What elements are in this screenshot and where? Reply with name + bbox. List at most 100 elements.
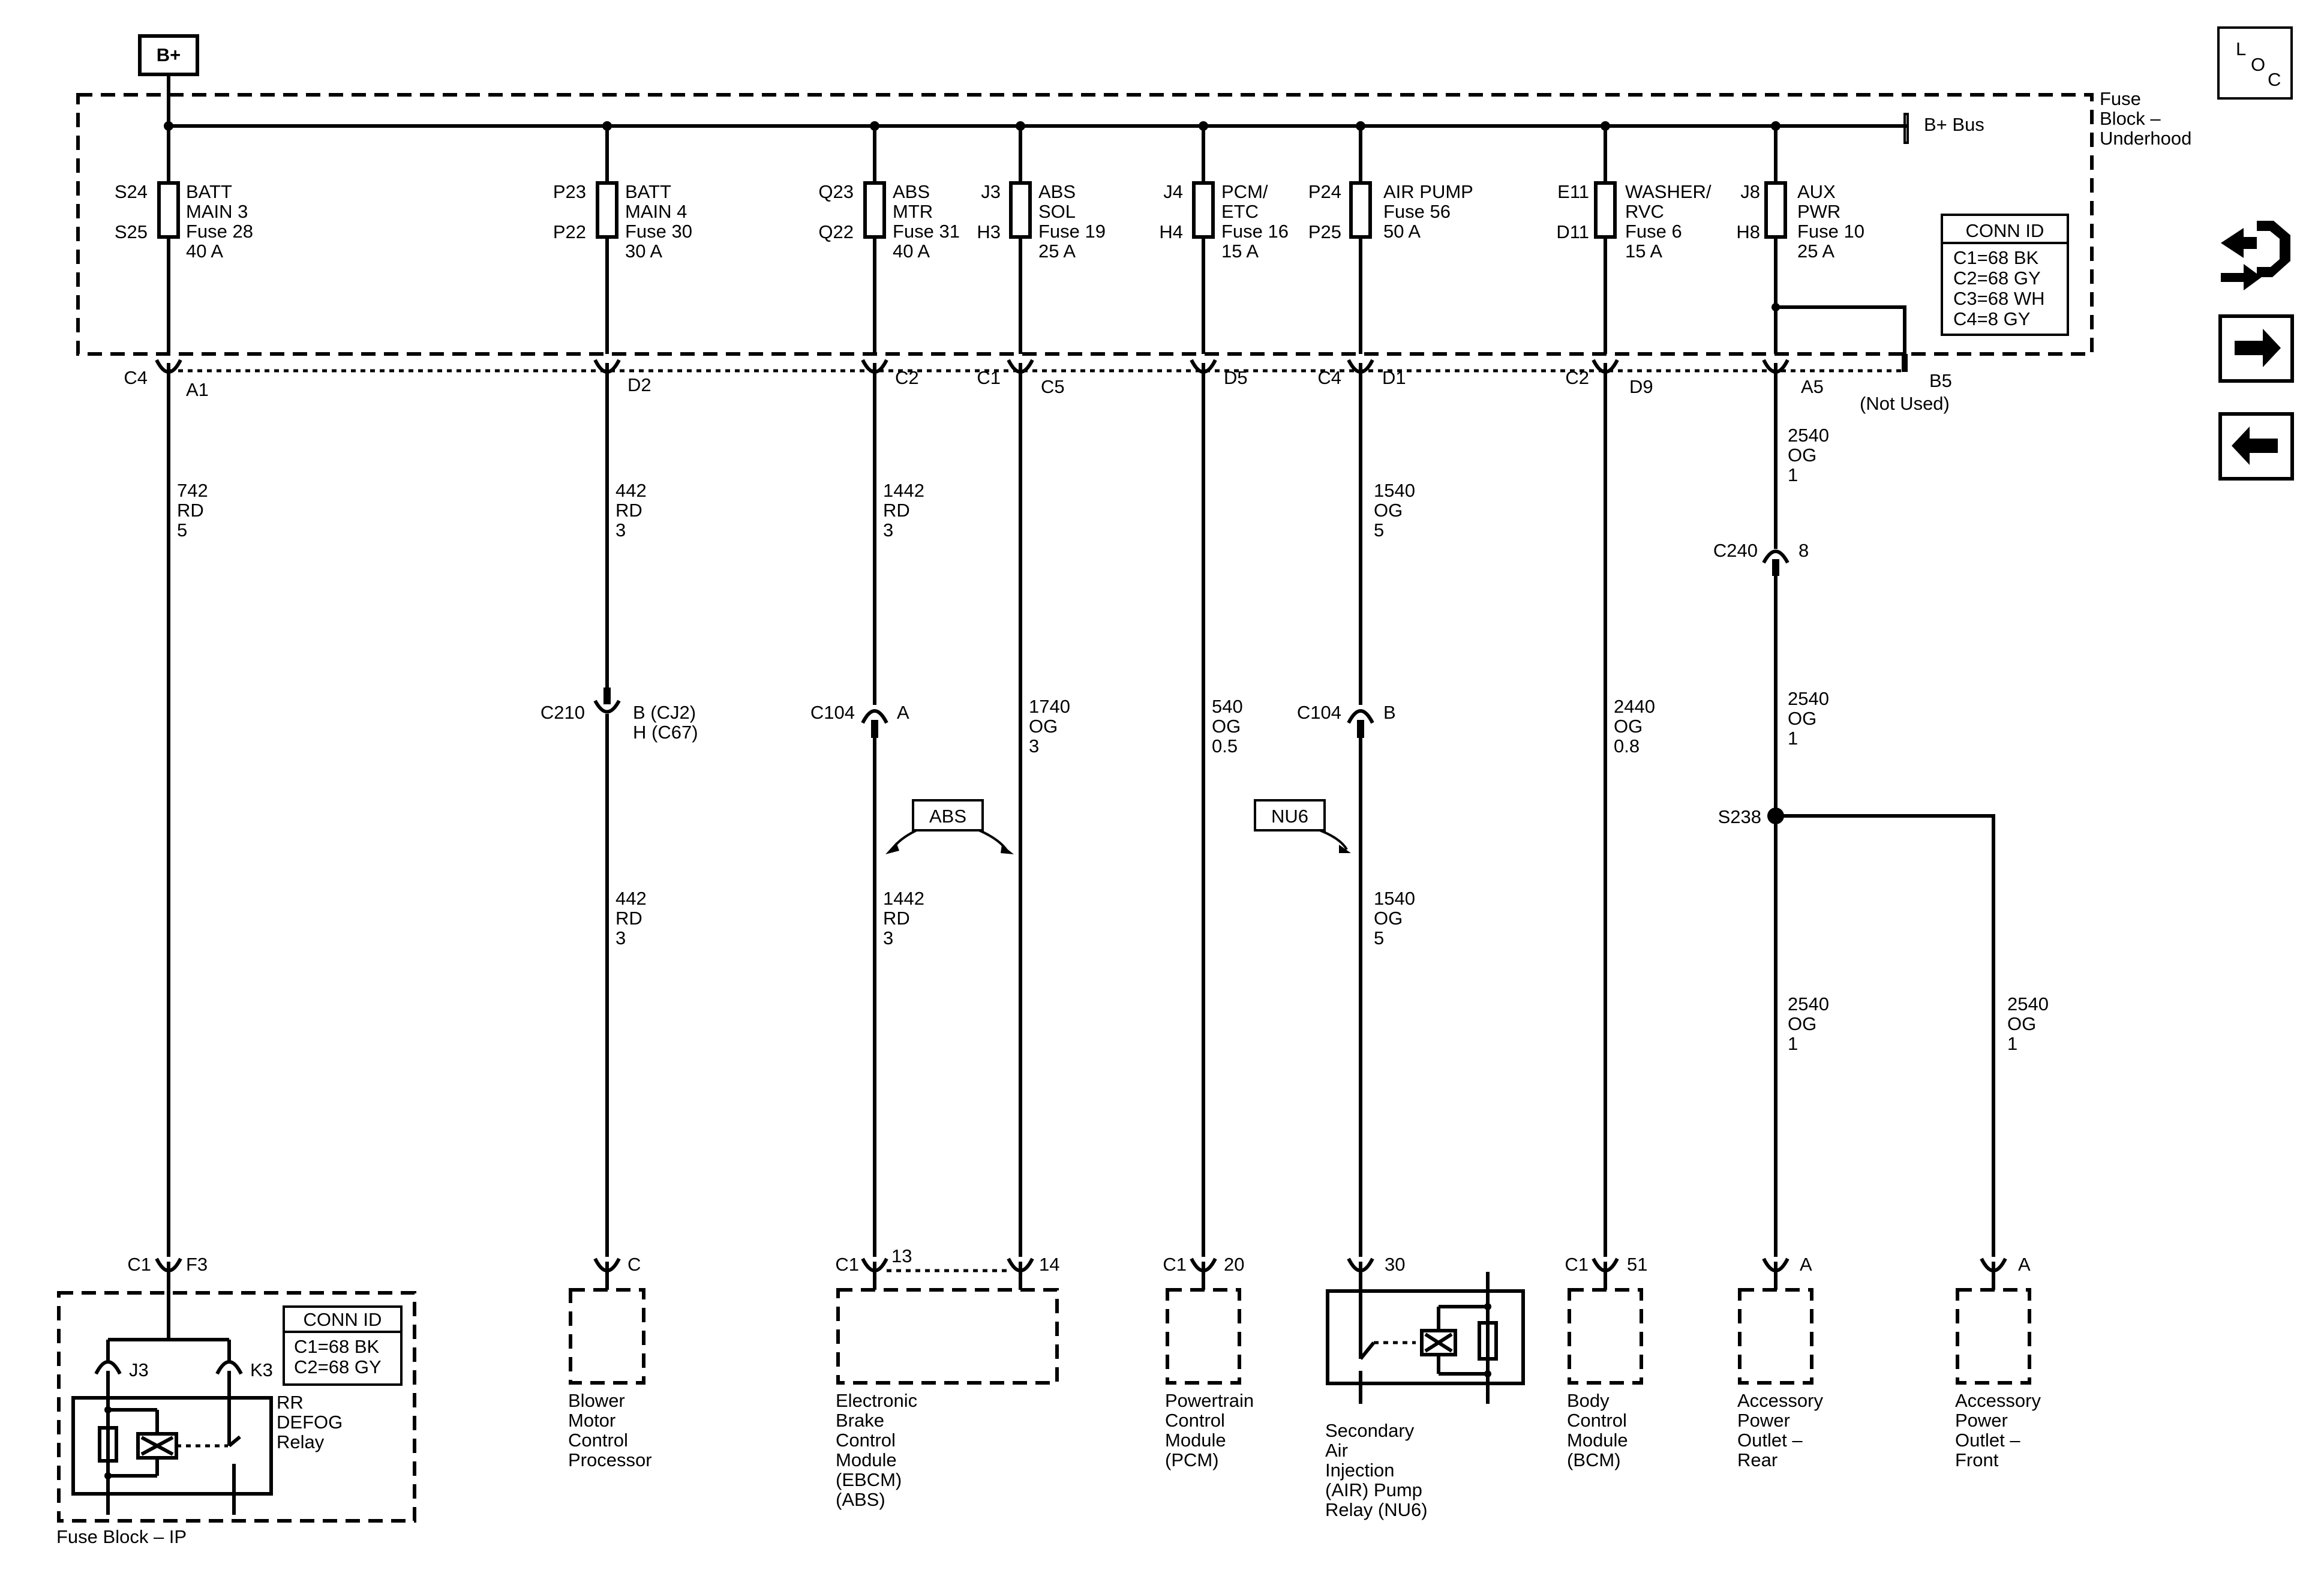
- svg-text:Module: Module: [836, 1449, 897, 1470]
- svg-text:Powertrain: Powertrain: [1165, 1390, 1254, 1411]
- svg-text:Fuse 10: Fuse 10: [1797, 221, 1864, 242]
- connector-c104-a: C104 A: [810, 702, 909, 738]
- harness-route-icon[interactable]: [2221, 221, 2290, 290]
- svg-text:OG: OG: [1614, 716, 1643, 737]
- svg-text:Motor: Motor: [568, 1410, 615, 1431]
- svg-text:A: A: [2018, 1254, 2031, 1275]
- wire-442a-label: 442 RD 3: [615, 480, 647, 541]
- svg-text:C240: C240: [1713, 540, 1758, 561]
- svg-text:OG: OG: [2007, 1013, 2036, 1034]
- bus-label: B+ Bus: [1924, 114, 1984, 135]
- svg-text:Power: Power: [1737, 1410, 1790, 1431]
- fuse-block-label-2: Block –: [2100, 108, 2161, 129]
- svg-text:S24: S24: [115, 181, 148, 202]
- svg-text:1540: 1540: [1374, 480, 1415, 501]
- svg-text:1: 1: [1788, 728, 1798, 749]
- svg-text:C2: C2: [1565, 367, 1589, 388]
- svg-text:B: B: [1383, 702, 1396, 723]
- wire-1740-label: 1740 OG 3: [1029, 696, 1070, 757]
- svg-text:2540: 2540: [2007, 993, 2049, 1014]
- svg-text:14: 14: [1039, 1254, 1059, 1275]
- svg-text:RD: RD: [177, 500, 204, 521]
- svg-text:P22: P22: [553, 221, 586, 242]
- svg-text:2440: 2440: [1614, 696, 1655, 717]
- wire-2440-label: 2440 OG 0.8: [1614, 696, 1655, 757]
- svg-text:40 A: 40 A: [186, 241, 223, 262]
- back-arrow-button[interactable]: [2218, 412, 2294, 481]
- svg-text:BATT: BATT: [186, 181, 232, 202]
- svg-text:2540: 2540: [1788, 688, 1829, 709]
- fuse-block-label-1: Fuse: [2100, 88, 2141, 109]
- rr-defog-relay: C1 F3 J3 K3 CONN ID C1=68 BK C2=68 GY RR…: [56, 1254, 416, 1547]
- svg-text:C1: C1: [127, 1254, 151, 1275]
- pcm-module: C1 20 Powertrain Control Module (PCM): [1163, 1254, 1254, 1470]
- wire-2540b-label: 2540 OG 1: [1788, 688, 1829, 749]
- wire-742-label: 742 RD 5: [177, 480, 208, 541]
- svg-text:C2=68 GY: C2=68 GY: [294, 1356, 382, 1377]
- fuse-pcm-etc: J4 H4 PCM/ ETC Fuse 16 15 A: [1159, 126, 1289, 354]
- svg-text:Module: Module: [1567, 1430, 1628, 1451]
- svg-text:A1: A1: [186, 379, 209, 400]
- svg-text:0.5: 0.5: [1212, 736, 1238, 757]
- svg-text:Outlet –: Outlet –: [1955, 1430, 2020, 1451]
- svg-text:1: 1: [1788, 1033, 1798, 1054]
- forward-arrow-button[interactable]: [2218, 314, 2294, 383]
- svg-text:C104: C104: [810, 702, 855, 723]
- svg-text:50 A: 50 A: [1383, 221, 1421, 242]
- svg-text:3: 3: [883, 520, 893, 541]
- svg-text:F3: F3: [186, 1254, 208, 1275]
- wire-1540b-label: 1540 OG 5: [1374, 888, 1415, 948]
- svg-text:OG: OG: [1029, 716, 1058, 737]
- svg-text:Fuse 16: Fuse 16: [1221, 221, 1289, 242]
- svg-text:NU6: NU6: [1271, 806, 1308, 827]
- svg-text:J8: J8: [1740, 181, 1760, 202]
- svg-text:A5: A5: [1801, 376, 1824, 397]
- svg-text:S25: S25: [115, 221, 148, 242]
- svg-text:Control: Control: [1165, 1410, 1225, 1431]
- svg-text:C: C: [627, 1254, 641, 1275]
- svg-text:P25: P25: [1308, 221, 1341, 242]
- wire-2540d-label: 2540 OG 1: [2007, 993, 2049, 1054]
- fuse-block-connectors: C4 A1 D2 C2 C1 C5 D5 C4 D1 C2 D9 A5 B5 (…: [124, 354, 1952, 414]
- svg-text:5: 5: [1374, 520, 1384, 541]
- svg-text:15 A: 15 A: [1221, 241, 1259, 262]
- svg-text:Fuse Block – IP: Fuse Block – IP: [56, 1526, 187, 1547]
- wire-1540a-label: 1540 OG 5: [1374, 480, 1415, 541]
- svg-text:MTR: MTR: [893, 201, 933, 222]
- svg-text:742: 742: [177, 480, 208, 501]
- svg-text:Module: Module: [1165, 1430, 1226, 1451]
- svg-text:B5: B5: [1929, 370, 1952, 391]
- svg-text:OG: OG: [1212, 716, 1241, 737]
- svg-text:C: C: [2268, 69, 2281, 90]
- svg-text:RVC: RVC: [1625, 201, 1664, 222]
- svg-text:Control: Control: [1567, 1410, 1627, 1431]
- svg-text:Processor: Processor: [568, 1449, 652, 1470]
- svg-text:Blower: Blower: [568, 1390, 625, 1411]
- svg-text:3: 3: [883, 927, 893, 948]
- svg-text:Fuse 56: Fuse 56: [1383, 201, 1451, 222]
- svg-text:K3: K3: [250, 1359, 273, 1380]
- svg-text:D5: D5: [1224, 367, 1248, 388]
- wire-2540a-label: 2540 OG 1: [1788, 425, 1829, 485]
- svg-text:S238: S238: [1718, 806, 1761, 827]
- svg-text:B+: B+: [157, 44, 181, 65]
- bcm-module: C1 51 Body Control Module (BCM): [1565, 1254, 1647, 1470]
- svg-text:AUX: AUX: [1797, 181, 1836, 202]
- location-view-button[interactable]: L O C: [2217, 26, 2293, 100]
- accessory-power-outlet-rear: A Accessory Power Outlet – Rear: [1737, 1254, 1823, 1470]
- svg-text:1740: 1740: [1029, 696, 1070, 717]
- svg-text:PCM/: PCM/: [1221, 181, 1268, 202]
- svg-text:C210: C210: [541, 702, 585, 723]
- wire-442b-label: 442 RD 3: [615, 888, 647, 948]
- svg-text:J4: J4: [1163, 181, 1183, 202]
- svg-text:B (CJ2): B (CJ2): [633, 702, 696, 723]
- svg-text:ABS: ABS: [929, 806, 966, 827]
- svg-text:(EBCM): (EBCM): [836, 1469, 902, 1490]
- svg-text:442: 442: [615, 888, 647, 909]
- abs-option-tag: ABS: [885, 799, 1014, 854]
- svg-text:J3: J3: [129, 1359, 149, 1380]
- svg-text:Body: Body: [1567, 1390, 1610, 1411]
- svg-text:OG: OG: [1788, 445, 1816, 466]
- svg-text:SOL: SOL: [1038, 201, 1076, 222]
